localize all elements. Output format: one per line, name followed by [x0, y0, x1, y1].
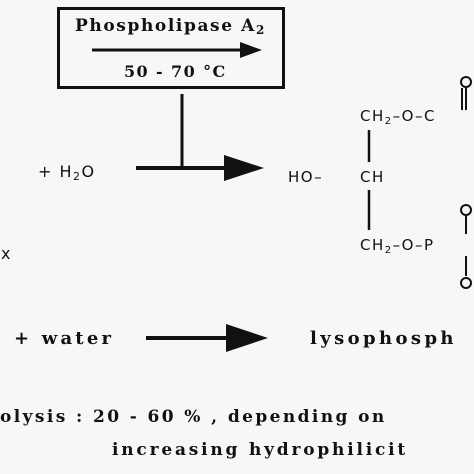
word-equation-reactant: + water	[14, 328, 115, 349]
reactant-water-formula: + H2O	[38, 162, 96, 183]
ch2-bottom-subscript: 2	[384, 245, 393, 256]
water-subscript: 2	[73, 170, 82, 183]
plus-h-text: + H	[38, 162, 74, 181]
x-label: x	[1, 244, 11, 263]
phosphate-group-fragment	[460, 204, 472, 289]
product-ch2-bottom: CH2–O–P	[360, 236, 435, 256]
ch2-bottom-text: CH	[360, 236, 385, 254]
ch2-top-subscript: 2	[384, 116, 393, 127]
product-ch-middle: CH	[360, 168, 385, 186]
product-hydroxyl: HO–	[288, 168, 324, 186]
word-equation-product: lysophosph	[310, 328, 457, 349]
ch2-top-text: CH	[360, 107, 385, 125]
ch2-top-ester-text: –O–C	[392, 107, 436, 125]
main-reaction-arrow	[136, 155, 264, 181]
acyl-group-fragment	[460, 76, 472, 110]
enzyme-box-arrow	[92, 42, 262, 58]
word-equation-arrow	[146, 324, 268, 352]
product-ch2-top: CH2–O–C	[360, 107, 436, 127]
enzyme-name-text: Phospholipase A	[75, 16, 256, 36]
temperature-range: 50 - 70 °C	[124, 62, 227, 81]
water-o-text: O	[81, 162, 96, 181]
enzyme-subscript: 2	[255, 23, 266, 37]
hydrolysis-yield-note: olysis : 20 - 60 % , depending on	[0, 407, 387, 427]
ch2-bottom-phosphate-text: –O–P	[392, 236, 435, 254]
hydrophilicity-note: increasing hydrophilicit	[112, 440, 409, 460]
enzyme-name: Phospholipase A2	[75, 16, 266, 37]
